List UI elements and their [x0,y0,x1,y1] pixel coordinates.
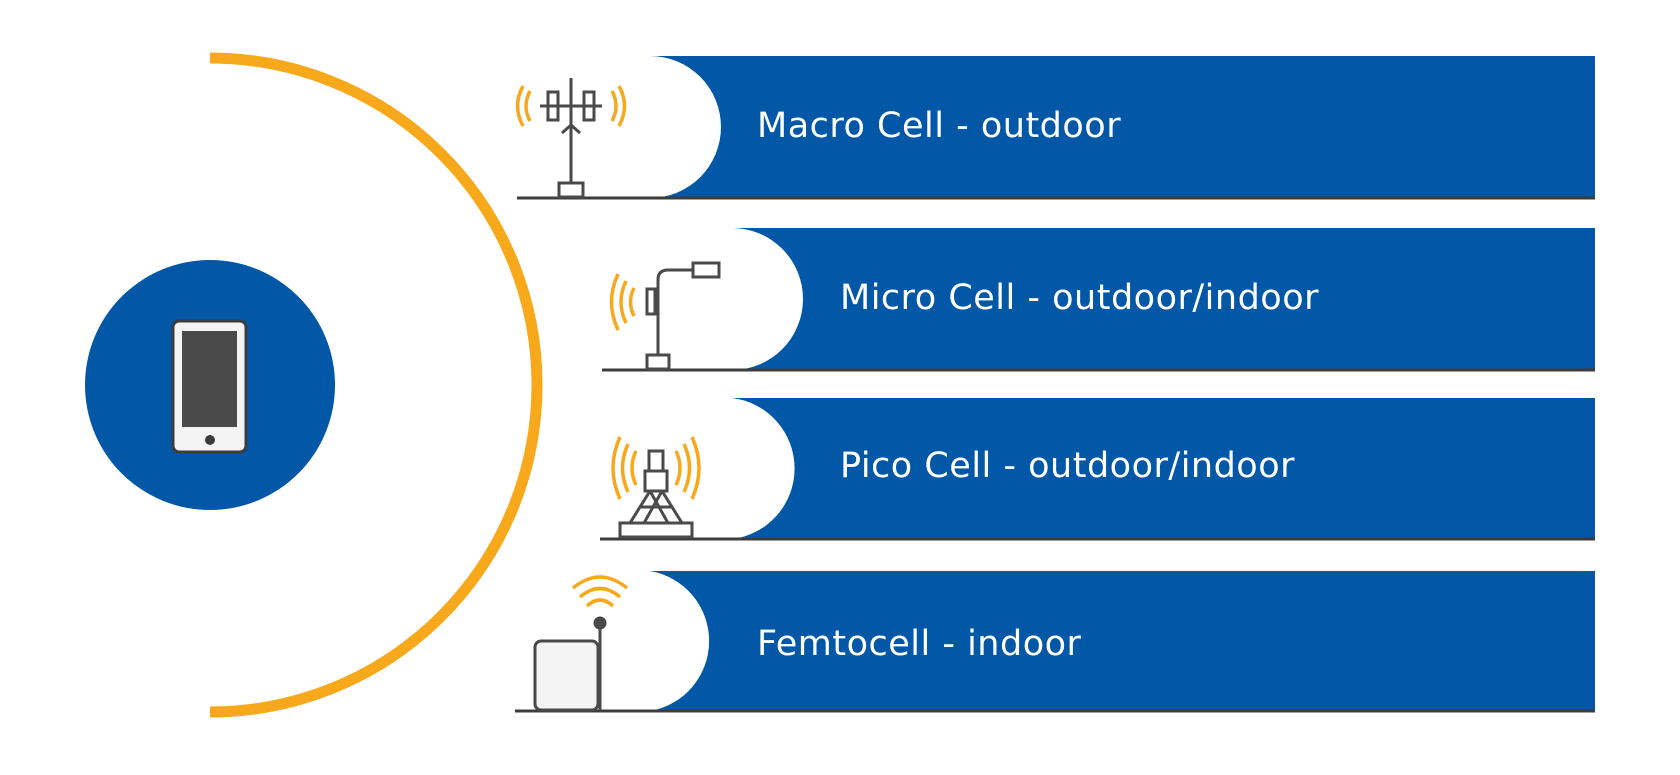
band-pico-cell [600,398,1595,541]
micro-cell-streetlight-icon [609,261,721,371]
band-micro-cell [602,228,1595,372]
coverage-arc [209,52,543,718]
micro-cell-label: Micro Cell - outdoor/indoor [840,278,1320,318]
femtocell-router-icon [533,575,629,712]
pico-cell-antenna-icon [611,436,701,539]
band-femtocell [515,571,1595,713]
band-macro-cell [517,56,1595,200]
macro-cell-label: Macro Cell - outdoor [757,106,1122,146]
macro-cell-tower-icon [515,78,627,199]
femtocell-label: Femtocell - indoor [757,624,1082,664]
pico-cell-label: Pico Cell - outdoor/indoor [840,446,1296,486]
smartphone-icon [85,260,335,510]
